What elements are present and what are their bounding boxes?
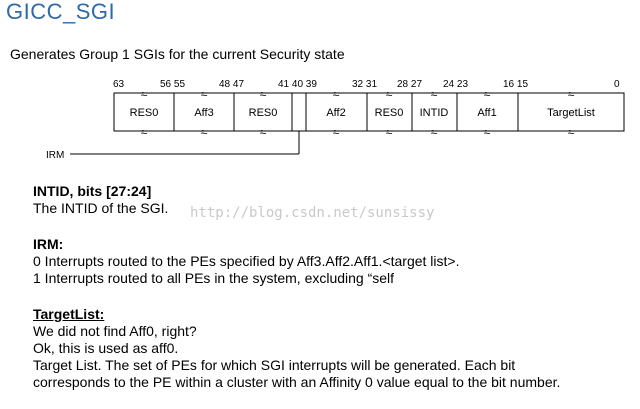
irm-value-0: 0 Interrupts routed to the PEs specified… — [33, 253, 460, 269]
targetlist-desc-1: Target List. The set of PEs for which SG… — [33, 357, 516, 373]
field-aff3: Aff3 — [194, 107, 213, 119]
break-symbol-top: ≈ — [568, 87, 575, 101]
page-title: GICC_SGI — [6, 0, 116, 24]
bit-label-16-15: 16 15 — [503, 79, 528, 90]
targetlist-section: TargetList: We did not find Aff0, right?… — [33, 306, 560, 391]
break-symbol-top: ≈ — [386, 87, 393, 101]
intid-section: INTID, bits [27:24] The INTID of the SGI… — [33, 183, 168, 217]
targetlist-desc-2: corresponds to the PE within a cluster w… — [33, 374, 561, 390]
register-box — [113, 92, 625, 132]
targetlist-heading: TargetList: — [33, 306, 105, 322]
field-res0-47-41: RES0 — [249, 107, 278, 119]
bit-label-48-47: 48 47 — [219, 79, 244, 90]
break-symbol-bottom: ≈ — [386, 125, 393, 139]
register-description: Generates Group 1 SGIs for the current S… — [10, 46, 345, 62]
break-symbol-top: ≈ — [260, 87, 267, 101]
irm-value-1: 1 Interrupts routed to all PEs in the sy… — [33, 270, 395, 286]
break-symbol-top: ≈ — [141, 87, 148, 101]
intid-heading: INTID, bits [27:24] — [33, 183, 152, 199]
field-aff2: Aff2 — [326, 107, 345, 119]
irm-heading: IRM: — [33, 236, 64, 252]
bit-label-63: 63 — [113, 79, 125, 90]
register-diagram: 63 56 55 48 47 41 40 39 32 31 28 27 24 2… — [46, 79, 625, 161]
field-targetlist: TargetList — [547, 107, 595, 119]
field-intid: INTID — [420, 107, 449, 119]
bit-label-41-40-39: 41 40 39 — [278, 79, 317, 90]
bit-label-32-31: 32 31 — [352, 79, 377, 90]
break-symbol-top: ≈ — [431, 87, 438, 101]
field-res0-31-28: RES0 — [375, 107, 404, 119]
field-res0-63-56: RES0 — [130, 107, 159, 119]
break-symbol-bottom: ≈ — [568, 125, 575, 139]
break-symbol-top: ≈ — [484, 87, 491, 101]
break-symbol-bottom: ≈ — [141, 125, 148, 139]
break-symbol-bottom: ≈ — [201, 125, 208, 139]
break-symbol-bottom: ≈ — [431, 125, 438, 139]
irm-label: IRM — [46, 150, 64, 161]
targetlist-note-1: We did not find Aff0, right? — [33, 323, 197, 339]
targetlist-note-2: Ok, this is used as aff0. — [33, 340, 179, 356]
watermark: http://blog.csdn.net/sunsissy — [190, 205, 435, 221]
bit-label-28-27: 28 27 — [397, 79, 422, 90]
field-aff1: Aff1 — [477, 107, 496, 119]
break-symbol-bottom: ≈ — [484, 125, 491, 139]
break-symbol-top: ≈ — [333, 87, 340, 101]
bit-label-24-23: 24 23 — [443, 79, 468, 90]
bit-label-56-55: 56 55 — [160, 79, 185, 90]
bit-label-0: 0 — [614, 79, 620, 90]
irm-section: IRM: 0 Interrupts routed to the PEs spec… — [33, 236, 459, 287]
break-symbol-top: ≈ — [201, 87, 208, 101]
intid-description: The INTID of the SGI. — [33, 200, 169, 216]
break-symbol-bottom: ≈ — [260, 125, 267, 139]
break-symbol-bottom: ≈ — [333, 125, 340, 139]
